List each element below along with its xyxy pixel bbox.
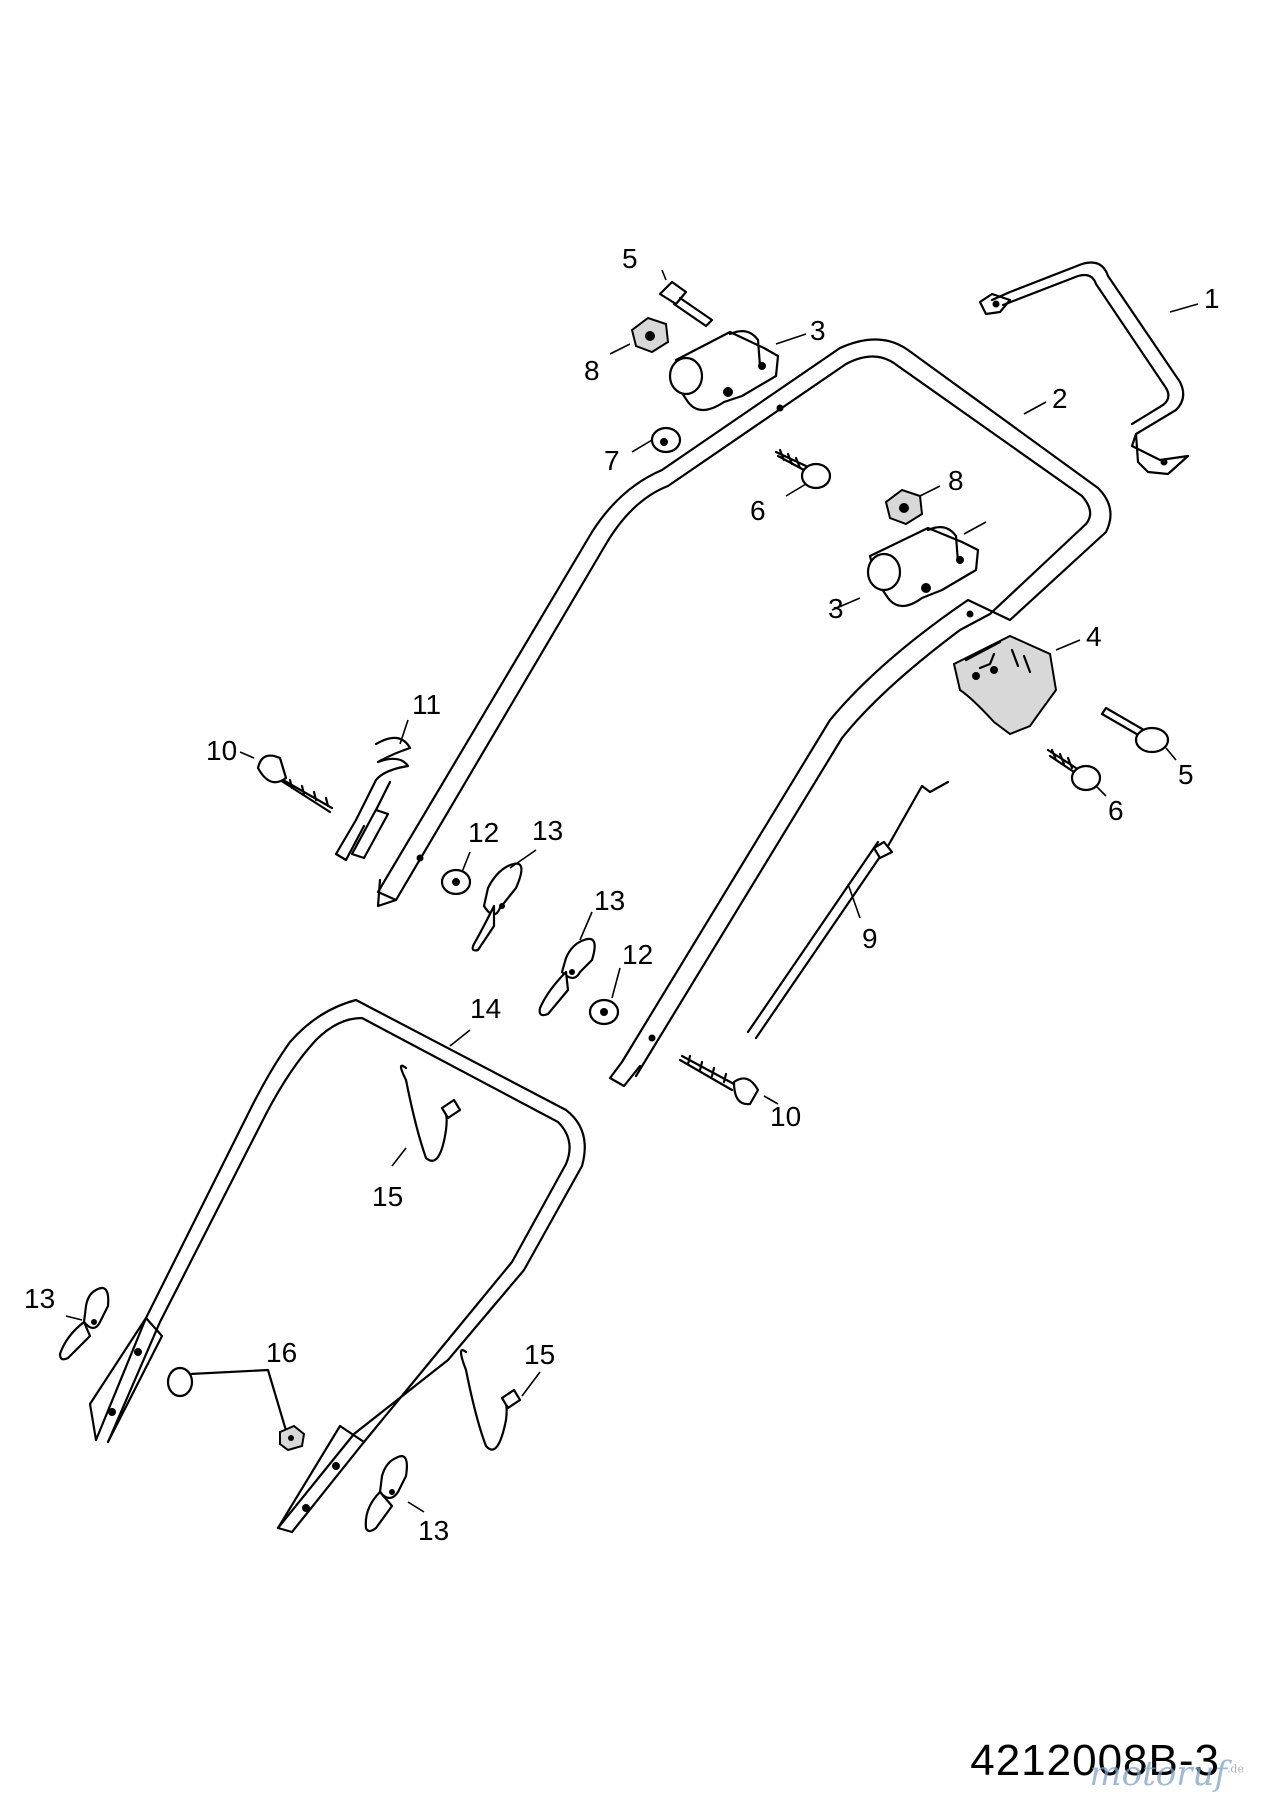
callout-13-c: 13 bbox=[24, 1283, 55, 1314]
callout-6-lower: 6 bbox=[1108, 795, 1124, 826]
callout-1: 1 bbox=[1204, 283, 1220, 314]
callout-12-upper: 12 bbox=[468, 817, 499, 848]
part-14-lower-handle bbox=[88, 998, 586, 1534]
part-3-clamp-upper bbox=[668, 329, 780, 412]
callout-4: 4 bbox=[1086, 621, 1102, 652]
callout-5-upper: 5 bbox=[622, 243, 638, 274]
callout-11: 11 bbox=[412, 689, 441, 720]
part-4-cable-bracket bbox=[952, 634, 1058, 736]
part-15-clip-lower bbox=[459, 1349, 522, 1451]
callout-13-d: 13 bbox=[418, 1515, 449, 1546]
watermark-text: motoruf bbox=[1089, 1754, 1227, 1794]
part-6-screw-lower bbox=[1046, 748, 1102, 792]
part-15-clip-upper bbox=[399, 1064, 462, 1162]
callout-15-upper: 15 bbox=[372, 1181, 403, 1212]
part-9-cable bbox=[746, 780, 950, 1040]
part-1-handle-bar bbox=[978, 261, 1190, 476]
callout-13-a: 13 bbox=[532, 815, 563, 846]
callout-10-upper: 10 bbox=[206, 735, 237, 766]
part-3-clamp-lower bbox=[866, 525, 980, 608]
callout-8-upper: 8 bbox=[584, 355, 600, 386]
callout-16: 16 bbox=[266, 1337, 297, 1368]
callout-13-b: 13 bbox=[594, 885, 625, 916]
part-11-latch bbox=[334, 736, 412, 862]
callout-10-lower: 10 bbox=[770, 1101, 801, 1132]
callout-9: 9 bbox=[862, 923, 878, 954]
callout-15-lower: 15 bbox=[524, 1339, 555, 1370]
part-5-bolt-upper bbox=[658, 280, 714, 328]
part-5-bolt-right bbox=[1100, 706, 1170, 754]
watermark-logo: motoruf.de bbox=[1089, 1754, 1244, 1794]
callout-12-lower: 12 bbox=[622, 939, 653, 970]
callout-7: 7 bbox=[604, 445, 620, 476]
part-13-wingnut-d bbox=[364, 1455, 408, 1533]
leader-lines bbox=[65, 269, 1199, 1513]
callout-8-lower: 8 bbox=[948, 465, 964, 496]
part-6-screw-upper bbox=[774, 448, 832, 490]
callout-3-upper: 3 bbox=[810, 315, 826, 346]
part-8-nut-lower bbox=[884, 488, 924, 526]
watermark-suffix: .de bbox=[1226, 1762, 1244, 1776]
callout-3-lower: 3 bbox=[828, 593, 844, 624]
part-7-spacer bbox=[650, 426, 682, 454]
part-16-cap-and-screw bbox=[166, 1366, 306, 1452]
callout-2: 2 bbox=[1052, 383, 1068, 414]
callout-labels: 1 2 3 3 4 5 5 6 6 7 8 8 9 10 10 11 12 12… bbox=[24, 243, 1220, 1546]
callout-6-upper: 6 bbox=[750, 495, 766, 526]
part-2-upper-handle bbox=[376, 338, 1112, 1088]
part-10-bolt-lower bbox=[678, 1054, 760, 1106]
drawing-number: 4212008B-3 bbox=[970, 1736, 1220, 1785]
part-8-nut-upper bbox=[630, 316, 670, 354]
part-13-wingnut-b bbox=[538, 937, 596, 1017]
part-13-wingnut-a bbox=[471, 862, 523, 952]
part-12-washer-upper bbox=[440, 868, 472, 896]
callout-14: 14 bbox=[470, 993, 501, 1024]
callout-5-right: 5 bbox=[1178, 759, 1194, 790]
part-10-bolt-upper bbox=[256, 754, 334, 814]
part-13-wingnut-c bbox=[58, 1286, 110, 1361]
part-12-washer-lower bbox=[588, 998, 620, 1026]
